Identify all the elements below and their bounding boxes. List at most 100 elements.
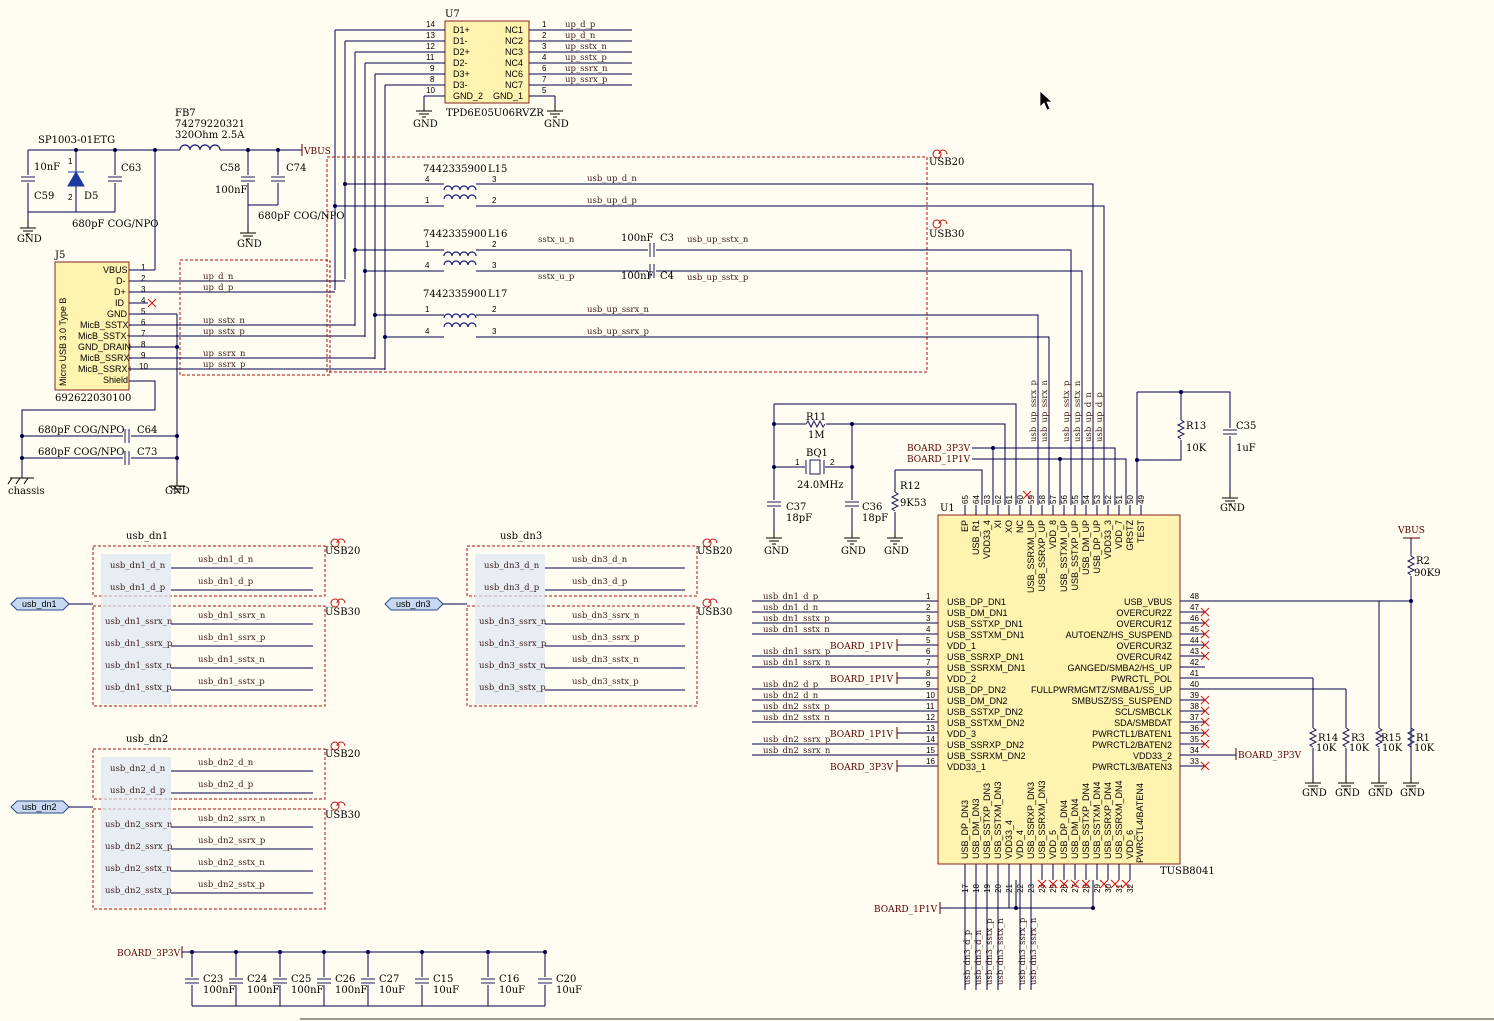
net-label: usb_up_d_p: [1095, 392, 1105, 442]
net-label: usb_dn3_ssrx_p: [1018, 917, 1028, 985]
pin-num: 2: [492, 196, 497, 205]
port-label[interactable]: usb_dn1: [22, 599, 57, 609]
chassis-ground-symbol: [7, 477, 34, 485]
j5-pin-name: MicB_SSTX-: [80, 320, 132, 330]
harness-usb20-label: USB20: [325, 546, 360, 557]
ground-symbol: [843, 529, 861, 545]
j5-pn: 692622030100: [55, 393, 131, 404]
harness-pin-label: usb_dn2_sstx_n: [105, 864, 172, 874]
crystal-section: R11 1M BQ1 24.0MHz 1 2 C37 18pF C36 18pF…: [764, 403, 1017, 557]
u1-pin-name: VDD33_2: [1133, 751, 1172, 761]
u1-pin-num: 43: [1190, 647, 1199, 656]
resistor-r13: [1177, 419, 1185, 440]
u1-pin-num: 12: [926, 713, 935, 722]
net-label: usb_dn1_d_p: [763, 592, 819, 602]
net-label: sstx_u_p: [538, 272, 575, 282]
r13-ref: R13: [1186, 421, 1206, 432]
net-label: usb_dn2_d_n: [763, 691, 819, 701]
u1-pin-name: VDD_1: [947, 641, 976, 651]
port-label[interactable]: usb_dn2: [22, 802, 57, 812]
c4-value: 100nF: [621, 271, 654, 282]
u7-pin-name: NC3: [505, 47, 523, 57]
cap-c36: [844, 501, 860, 507]
c36-ref: C36: [862, 502, 882, 513]
j5-pin-name: MicB_SSRX+: [78, 364, 133, 374]
u1-bottom-pins: 17USB_DP_DN318USB_DM_DN319USB_SSTXP_DN32…: [960, 780, 1135, 990]
choke-l17-coil: [443, 322, 477, 328]
harness-pin-label: usb_dn3_sstx_p: [479, 683, 546, 693]
c73-value: 680pF COG/NPO: [38, 447, 125, 458]
pin-num: 3: [492, 175, 497, 184]
harness-pin-label: usb_dn2_d_p: [110, 786, 166, 796]
fb7-ref: FB7: [175, 108, 196, 119]
u7-pin-name: NC7: [505, 80, 523, 90]
power-label: BOARD_3P3V: [1238, 751, 1302, 761]
u1-pin-num: 8: [926, 669, 931, 678]
j5-pin-num: 8: [141, 340, 146, 349]
ground-symbol: [1221, 489, 1239, 505]
j5-pin-name: ID: [115, 298, 125, 308]
u1-pin-name: USB_SSTXP_DN3: [982, 783, 992, 859]
power-label: BOARD_3P3V: [907, 444, 971, 454]
u1-pin-name: GANGED/SMBA2/HS_UP: [1067, 663, 1172, 673]
u1-pin-num: 13: [926, 724, 935, 733]
j5-pin-name: MicB_SSRX-: [80, 353, 133, 363]
cap-value: 10uF: [433, 985, 459, 996]
net-label: usb_dn1_ssrx_p: [763, 647, 831, 657]
u1-pin-name: OVERCUR4Z: [1116, 652, 1172, 662]
net-label: usb_dn2_sstx_p: [198, 880, 265, 890]
cap-value: 100nF: [335, 985, 368, 996]
r3-value: 10K: [1349, 743, 1370, 754]
u1-pin-name: VDD33_4: [982, 520, 992, 559]
u1-pin-name: TEST: [1136, 520, 1146, 544]
net-label: usb_dn1_sstx_n: [198, 655, 265, 665]
vbus-label: VBUS: [1397, 526, 1425, 536]
r11-ref: R11: [806, 412, 826, 423]
cap-c59: [20, 176, 36, 182]
gnd-label: GND: [413, 119, 438, 130]
net-label: usb_dn2_sstx_p: [763, 702, 830, 712]
u1-pin-name: USB_SSRXM_DN3: [1037, 780, 1047, 859]
net-label: usb_up_sstx_p: [1062, 380, 1072, 442]
u1-top-pins: 65EP64USB_R163VDD33_462XI61XO60NC59USB_S…: [960, 495, 1146, 593]
c73-ref: C73: [137, 447, 157, 458]
u1-pin-name: USB_R1: [971, 520, 981, 555]
power-label: BOARD_1P1V: [830, 675, 894, 685]
c63-value: 680pF COG/NPO: [72, 219, 159, 230]
port-block-title: usb_dn3: [500, 531, 542, 542]
ground-symbol: [765, 529, 783, 545]
r11-value: 1M: [808, 430, 825, 441]
cap-ref: C20: [556, 974, 576, 985]
u1-pin-name: USB_DM_DN2: [947, 696, 1008, 706]
resistor-r12: [891, 491, 899, 512]
chassis-label: chassis: [8, 486, 45, 497]
j5-pin-num: 1: [141, 263, 146, 272]
u7-pin-num: 8: [430, 75, 435, 84]
u1-pin-name: USB_SSRXM_DN4: [1114, 780, 1124, 859]
cap-value: 10uF: [379, 985, 405, 996]
pin-num: 2: [830, 458, 835, 467]
u1-pin-name: USB_SSTXP_DN4: [1081, 783, 1091, 859]
u1-pin-name: USB_SSTXP_UP: [1070, 520, 1080, 591]
net-label: usb_up_sstx_n: [687, 235, 749, 245]
port-label[interactable]: usb_dn3: [396, 599, 431, 609]
net-label: usb_dn2_ssrx_n: [198, 814, 266, 824]
harness-pin-label: usb_dn2_d_n: [110, 764, 166, 774]
u1-pin-num: 44: [1190, 636, 1199, 645]
u1-pin-num: 1: [926, 592, 931, 601]
net-label: usb_dn1_ssrx_n: [763, 658, 831, 668]
u1-pin-num: 57: [1049, 495, 1058, 504]
c3-value: 100nF: [621, 233, 654, 244]
u1-pin-name: NC: [1015, 520, 1025, 533]
u1-pin-num: 30: [1104, 883, 1113, 892]
c74-ref: C74: [286, 163, 306, 174]
net-label: usb_dn3_sstx_n: [572, 655, 639, 665]
harness-usb30-box: [92, 605, 326, 707]
j5-pin-name: GND: [107, 309, 128, 319]
gnd-label: GND: [1368, 788, 1393, 799]
r1-value: 10K: [1414, 743, 1435, 754]
r15-value: 10K: [1382, 743, 1403, 754]
harness-pin-label: usb_dn3_ssrx_n: [479, 617, 547, 627]
u1-pin-num: 36: [1190, 724, 1199, 733]
u1-pin-name: FULLPWRMGMTZ/SMBA1/SS_UP: [1031, 685, 1172, 695]
